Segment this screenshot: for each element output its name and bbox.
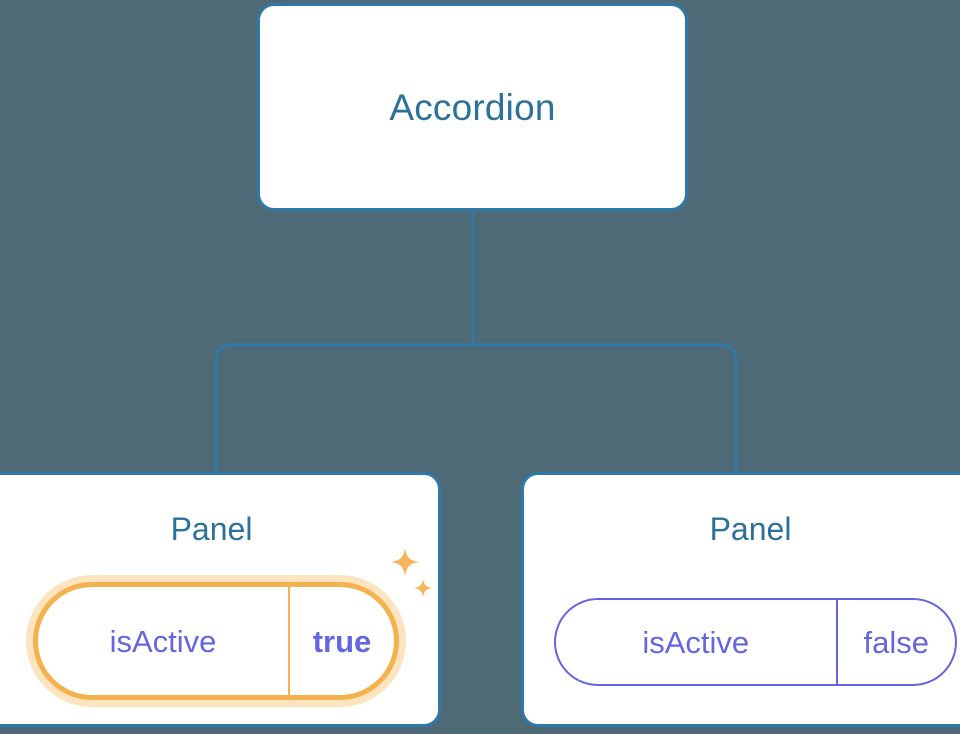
prop-key-label: isActive bbox=[642, 624, 750, 660]
prop-value-cell: true bbox=[290, 587, 394, 695]
edge-bus-to-children bbox=[214, 343, 738, 472]
prop-value-label: true bbox=[312, 623, 372, 659]
prop-key-cell: isActive bbox=[556, 600, 838, 684]
prop-value-label: false bbox=[863, 624, 929, 660]
prop-pill-isactive-true[interactable]: isActive true bbox=[33, 582, 399, 700]
node-title: Panel bbox=[170, 511, 253, 547]
tree-node-accordion[interactable]: Accordion bbox=[257, 3, 688, 211]
prop-key-cell: isActive bbox=[38, 587, 290, 695]
node-title: Accordion bbox=[389, 86, 556, 128]
prop-pill-isactive-false[interactable]: isActive false bbox=[554, 598, 957, 686]
panel-body: Panel bbox=[0, 475, 438, 724]
prop-value-cell: false bbox=[838, 600, 955, 684]
node-title: Panel bbox=[709, 511, 792, 547]
panel-body: Panel bbox=[524, 475, 960, 724]
prop-key-label: isActive bbox=[109, 623, 217, 659]
